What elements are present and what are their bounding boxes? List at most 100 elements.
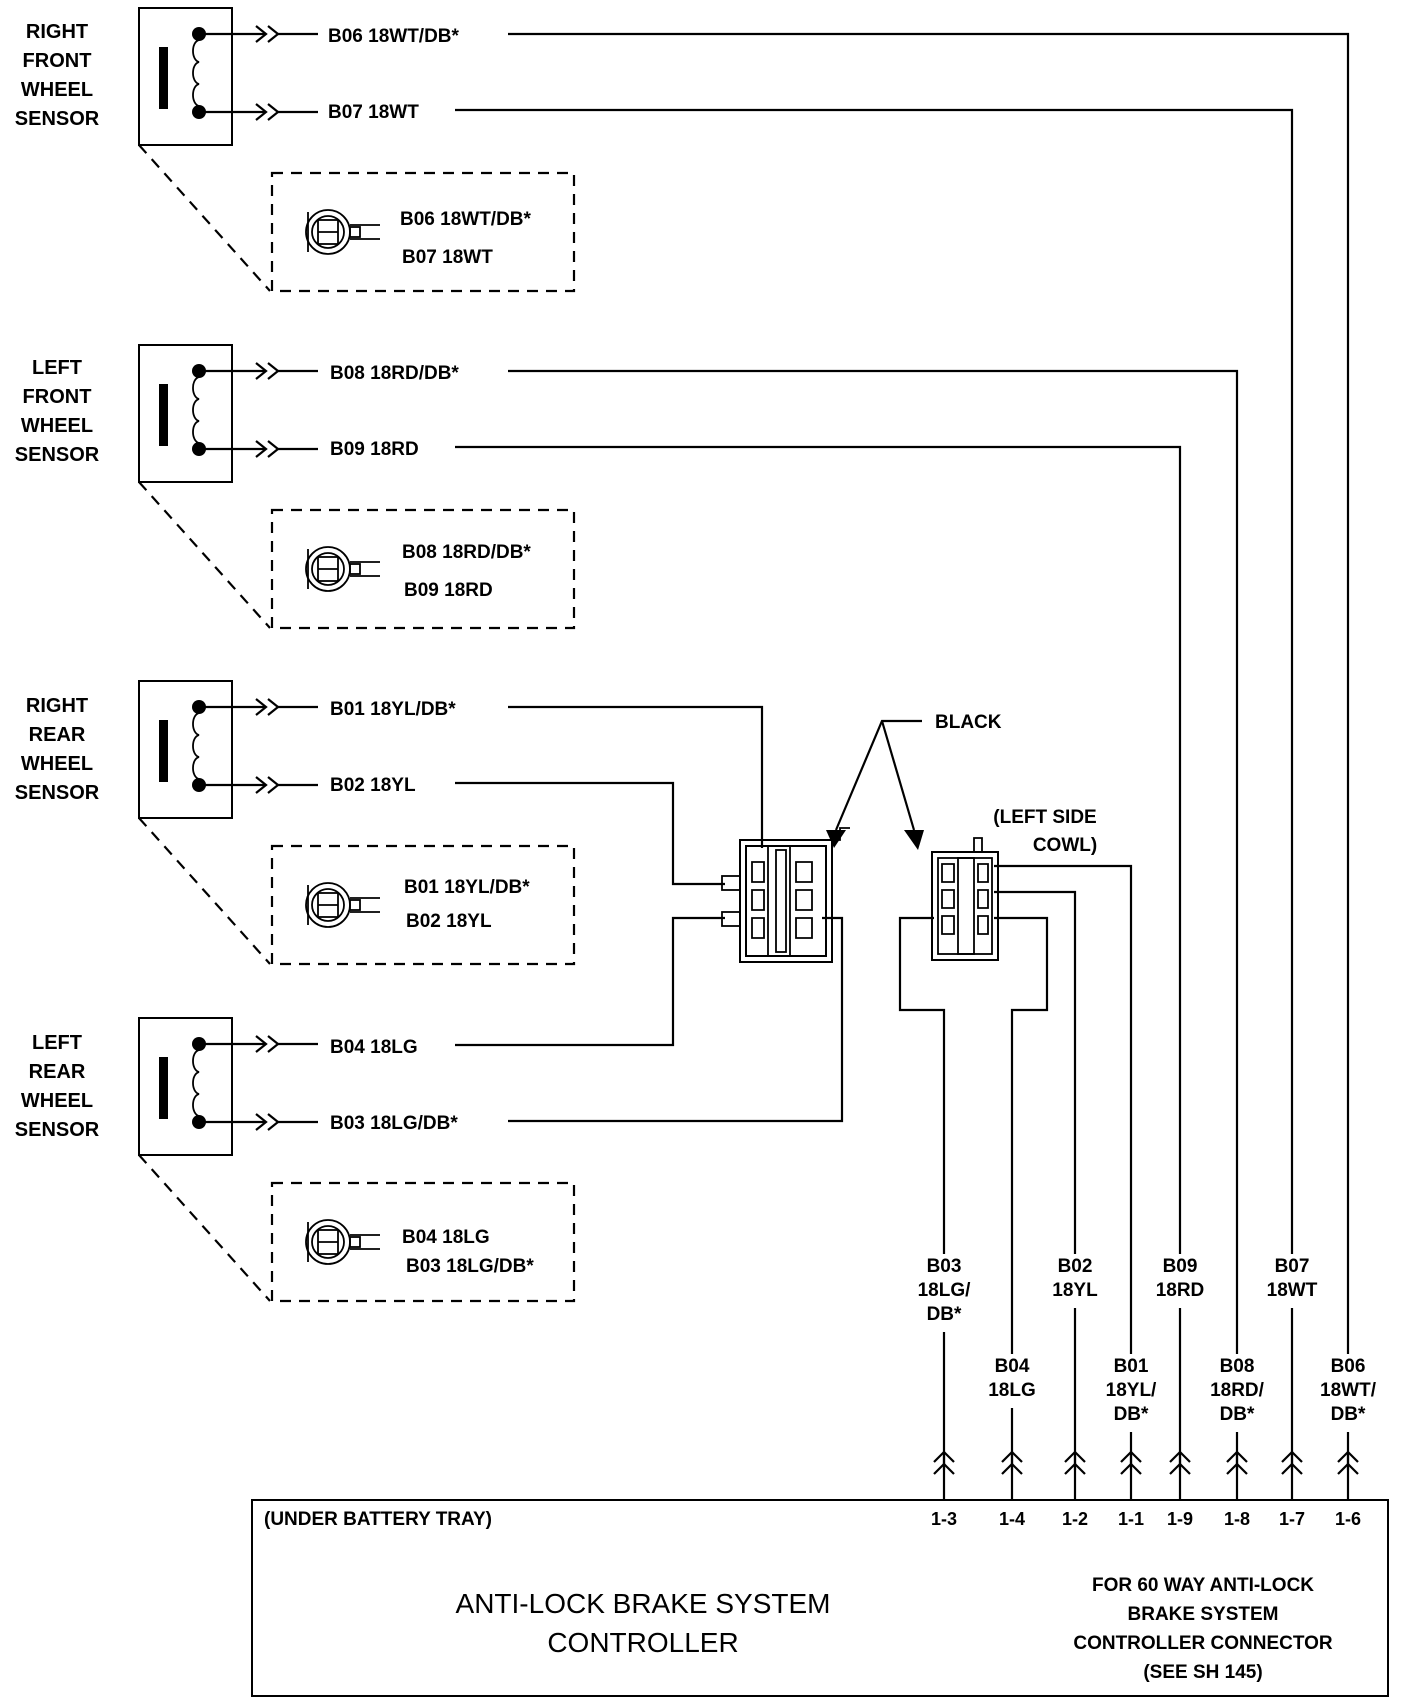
svg-text:SENSOR: SENSOR — [15, 1119, 100, 1141]
abs-controller: (UNDER BATTERY TRAY) ANTI-LOCK BRAKE SYS… — [251, 1499, 1389, 1697]
controller-title-1: ANTI-LOCK BRAKE SYSTEM — [456, 1588, 831, 1619]
controller-pin-1-9: B09 18RD 1-9 — [1146, 1254, 1214, 1529]
sensor-box — [138, 1017, 233, 1156]
wires — [455, 32, 1350, 1470]
svg-text:LEFT: LEFT — [32, 357, 82, 379]
bottom-wire-label: B07 — [1275, 1256, 1310, 1277]
svg-text:FRONT: FRONT — [23, 50, 92, 72]
svg-text:LEFT: LEFT — [32, 1032, 82, 1054]
wire-b04 — [455, 916, 725, 1047]
connector-callout-box — [270, 171, 576, 293]
svg-text:FOR 60 WAY ANTI-LOCK: FOR 60 WAY ANTI-LOCK — [1092, 1575, 1314, 1596]
controller-pin-1-8: B08 18RD/DB* 1-8 — [1203, 1354, 1271, 1529]
bottom-wire-label: B04 — [995, 1356, 1030, 1377]
wire-b01-out — [994, 864, 1133, 1470]
svg-text:WHEEL: WHEEL — [21, 1090, 93, 1112]
bottom-wire-label: 18RD/ — [1210, 1380, 1265, 1401]
coil — [192, 39, 200, 107]
pin-number: 1-8 — [1224, 1509, 1250, 1529]
connector-callout-box — [270, 508, 576, 630]
bottom-wire-label: B03 — [927, 1256, 962, 1277]
svg-text:B01 18YL/DB*: B01 18YL/DB* — [404, 877, 530, 898]
bottom-wire-label: B08 — [1220, 1356, 1255, 1377]
svg-text:REAR: REAR — [29, 724, 86, 746]
svg-text:(LEFT SIDE: (LEFT SIDE — [993, 807, 1096, 828]
sensor-right-front — [138, 7, 576, 293]
pin-number: 1-7 — [1279, 1509, 1305, 1529]
pin-number: 1-9 — [1167, 1509, 1193, 1529]
pin-number: 1-3 — [931, 1509, 957, 1529]
bottom-wire-label: 18WT/ — [1320, 1380, 1377, 1401]
controller-pin-1-2: B02 18YL 1-2 — [1041, 1254, 1109, 1529]
bottom-wire-label: 18YL/ — [1106, 1380, 1157, 1401]
wire-b03-out — [898, 916, 946, 1470]
connector-labels: B06 18WT/DB* B07 18WT B08 18RD/DB* B09 1… — [400, 209, 534, 1277]
wire-label-b06: B06 18WT/DB* — [328, 26, 460, 47]
bottom-wire-label: 18LG — [988, 1380, 1036, 1401]
sensor-left-rear — [138, 1017, 576, 1303]
bottom-wire-label: DB* — [1220, 1404, 1255, 1425]
svg-text:(SEE SH 145): (SEE SH 145) — [1143, 1662, 1262, 1683]
bottom-wire-label: B06 — [1331, 1356, 1366, 1377]
svg-text:B06 18WT/DB*: B06 18WT/DB* — [400, 209, 532, 230]
wire-label-b07: B07 18WT — [328, 102, 419, 123]
svg-text:B07 18WT: B07 18WT — [402, 247, 493, 268]
controller-pin-1-1: B01 18YL/DB* 1-1 — [1097, 1354, 1165, 1529]
bottom-wire-label: DB* — [927, 1304, 962, 1325]
svg-text:BLACK: BLACK — [935, 712, 1002, 733]
bottom-wire-label: 18YL — [1052, 1280, 1098, 1301]
bottom-wire-label: DB* — [1114, 1404, 1149, 1425]
svg-text:SENSOR: SENSOR — [15, 782, 100, 804]
wire-b06 — [508, 32, 1350, 1470]
svg-text:BRAKE SYSTEM: BRAKE SYSTEM — [1128, 1604, 1279, 1625]
wire-labels: B06 18WT/DB* B07 18WT B08 18RD/DB* B09 1… — [328, 26, 460, 1134]
wire-label-b03: B03 18LG/DB* — [330, 1113, 458, 1134]
controller-title-2: CONTROLLER — [547, 1627, 738, 1658]
harness-connector-black — [721, 827, 850, 963]
left-side-cowl-label: (LEFT SIDE COWL) — [993, 807, 1097, 856]
wire-b04-out — [994, 916, 1049, 1470]
bottom-wire-labels: B0318LG/DB*1-3B0418LG1-4B0218YL1-2B0118Y… — [910, 1254, 1382, 1529]
pin-number: 1-1 — [1118, 1509, 1144, 1529]
sensor-box — [138, 680, 233, 819]
svg-text:WHEEL: WHEEL — [21, 79, 93, 101]
connector-callout-box — [270, 1181, 576, 1303]
connector-callout-box — [270, 844, 576, 966]
wire-b01 — [508, 705, 764, 848]
wire-b08 — [508, 369, 1239, 1470]
bottom-wire-label: B02 — [1058, 1256, 1093, 1277]
svg-text:CONTROLLER CONNECTOR: CONTROLLER CONNECTOR — [1073, 1633, 1333, 1654]
svg-text:FRONT: FRONT — [23, 386, 92, 408]
bottom-wire-label: 18RD — [1156, 1280, 1205, 1301]
magnet-bar — [159, 720, 168, 782]
bottom-wire-label: B01 — [1114, 1356, 1149, 1377]
harness-connector-cowl — [931, 837, 999, 961]
wire-label-b09: B09 18RD — [330, 439, 419, 460]
bottom-wire-label: B09 — [1163, 1256, 1198, 1277]
wire-label-b08: B08 18RD/DB* — [330, 363, 459, 384]
svg-text:B03 18LG/DB*: B03 18LG/DB* — [406, 1256, 534, 1277]
coil — [192, 712, 200, 780]
wire-label-b01: B01 18YL/DB* — [330, 699, 456, 720]
pin-number: 1-4 — [999, 1509, 1025, 1529]
sensor-box — [138, 344, 233, 483]
svg-text:B08 18RD/DB*: B08 18RD/DB* — [402, 542, 531, 563]
pin-number: 1-2 — [1062, 1509, 1088, 1529]
svg-text:SENSOR: SENSOR — [15, 444, 100, 466]
svg-text:RIGHT: RIGHT — [26, 695, 88, 717]
svg-text:SENSOR: SENSOR — [15, 108, 100, 130]
sensor-label-right-front: RIGHT FRONT WHEEL SENSOR — [15, 21, 100, 130]
wire-b03 — [508, 916, 844, 1123]
wire-b02 — [455, 781, 725, 886]
svg-text:WHEEL: WHEEL — [21, 415, 93, 437]
sensor-label-left-front: LEFT FRONT WHEEL SENSOR — [15, 357, 100, 466]
black-callout: BLACK — [826, 712, 1002, 850]
wire-b09 — [455, 445, 1182, 1470]
magnet-bar — [159, 47, 168, 109]
svg-text:B02 18YL: B02 18YL — [406, 911, 492, 932]
coil — [192, 376, 200, 444]
svg-text:B09 18RD: B09 18RD — [404, 580, 493, 601]
